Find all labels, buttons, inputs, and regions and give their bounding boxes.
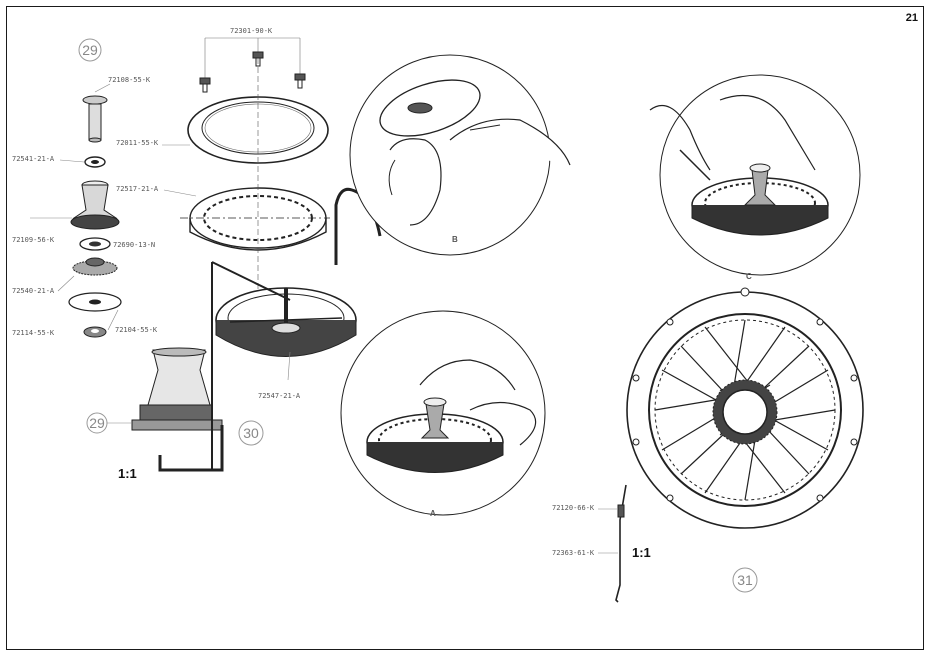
figure-29-fixture: 29 1:1 — [86, 347, 224, 481]
part-label-72547: 72547-21-A — [258, 392, 301, 400]
detail-c-label: C — [746, 272, 752, 281]
figure-31-badge — [732, 567, 758, 593]
detail-a-label: A — [430, 509, 436, 518]
part-label-72114: 72114-55-K — [12, 329, 55, 337]
part-label-72120: 72120-66-K — [552, 504, 595, 512]
figure-31-spoke-detail: 72120-66-K 72363-61-K 1:1 — [552, 484, 651, 603]
figure-30-number: 30 — [243, 425, 259, 441]
part-label-72108: 72108-55-K — [108, 76, 151, 84]
page-number: 21 — [905, 12, 918, 24]
figure-31-spoked-wheel: 31 — [626, 287, 864, 593]
figure-29-number-2: 29 — [89, 415, 105, 431]
part-label-72517: 72517-21-A — [116, 185, 159, 193]
figure-30-rim-assembly: 72301-90-K 72011-55-K 72517-21-A — [116, 27, 382, 471]
part-label-72363: 72363-61-K — [552, 549, 595, 557]
part-label-72109: 72109-56-K — [12, 236, 55, 244]
page-frame — [6, 6, 924, 650]
figure-29-number: 29 — [82, 42, 98, 58]
detail-a: A — [340, 310, 546, 518]
figure-30-badge — [238, 420, 264, 446]
detail-b: B — [349, 54, 571, 256]
figure-31-number: 31 — [737, 572, 753, 588]
detail-c: C — [649, 74, 861, 281]
part-label-72104: 72104-55-K — [115, 326, 158, 334]
figure-29-badge — [78, 38, 102, 62]
part-label-72540: 72540-21-A — [12, 287, 55, 295]
figure-29-hub-exploded: 29 72108-55-K 72541-21-A 72109-56-K 7269… — [12, 38, 158, 338]
scale-1to1-left: 1:1 — [118, 466, 137, 481]
part-label-72301: 72301-90-K — [230, 27, 273, 35]
part-label-72690: 72690-13-N — [113, 241, 155, 249]
detail-b-label: B — [452, 235, 458, 244]
scale-1to1-right: 1:1 — [632, 545, 651, 560]
part-label-72011: 72011-55-K — [116, 139, 159, 147]
part-label-72541: 72541-21-A — [12, 155, 55, 163]
